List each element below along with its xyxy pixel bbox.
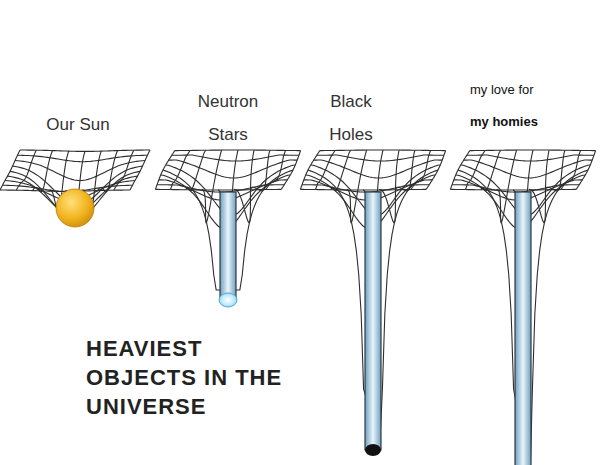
grid-line [302, 185, 429, 192]
grid-line [172, 155, 299, 161]
grid-line [411, 150, 431, 189]
grid-line [452, 185, 579, 192]
grid-line [426, 151, 445, 190]
punchline-label: my homies [470, 112, 580, 132]
grid-line [169, 160, 298, 178]
grid-line [155, 151, 174, 190]
punchline-label: my love for [470, 80, 580, 100]
grid-line [114, 150, 134, 190]
grid-line [450, 151, 469, 190]
grid-line [464, 160, 593, 178]
grid-line [281, 151, 300, 190]
grid-line [497, 150, 517, 223]
grid-line [0, 190, 130, 191]
curved-grid [450, 150, 595, 465]
grid-line [300, 151, 319, 190]
grid-line [314, 160, 443, 178]
grid-line [266, 150, 286, 189]
grid-line [157, 185, 284, 192]
grid-line [331, 150, 351, 191]
grid-line [347, 150, 367, 223]
grid-line [0, 150, 20, 190]
grid-line [155, 189, 281, 191]
sun-ball [56, 189, 94, 227]
curved-grid [300, 150, 445, 456]
grid-line [561, 150, 581, 189]
gravity-well-tube [220, 192, 236, 300]
grid-line [234, 150, 254, 223]
curved-grid [155, 150, 300, 307]
object-label: Black Holes [320, 85, 382, 151]
grid-line [300, 189, 426, 191]
grid-line [467, 155, 594, 161]
grid-line [450, 189, 576, 191]
meme-title: HEAVIEST OBJECTS IN THE UNIVERSE [86, 334, 314, 421]
grid-line [130, 150, 150, 190]
spacetime-grids [0, 150, 596, 465]
gravity-well-tube [365, 192, 381, 450]
grid-line [202, 150, 222, 223]
grid-line [317, 155, 444, 161]
grid-line [20, 150, 150, 151]
gravity-well-tube [515, 192, 531, 465]
grid-line [379, 150, 399, 223]
neutron-star-glow [219, 293, 237, 307]
object-label: Our Sun [40, 114, 116, 136]
grid-line [481, 150, 501, 191]
grid-line [529, 150, 549, 223]
object-label: Neutron Stars [188, 85, 268, 151]
grid-line [576, 151, 595, 190]
grid-line [186, 150, 206, 191]
curved-grid [0, 150, 150, 227]
black-hole-dot [365, 444, 381, 456]
